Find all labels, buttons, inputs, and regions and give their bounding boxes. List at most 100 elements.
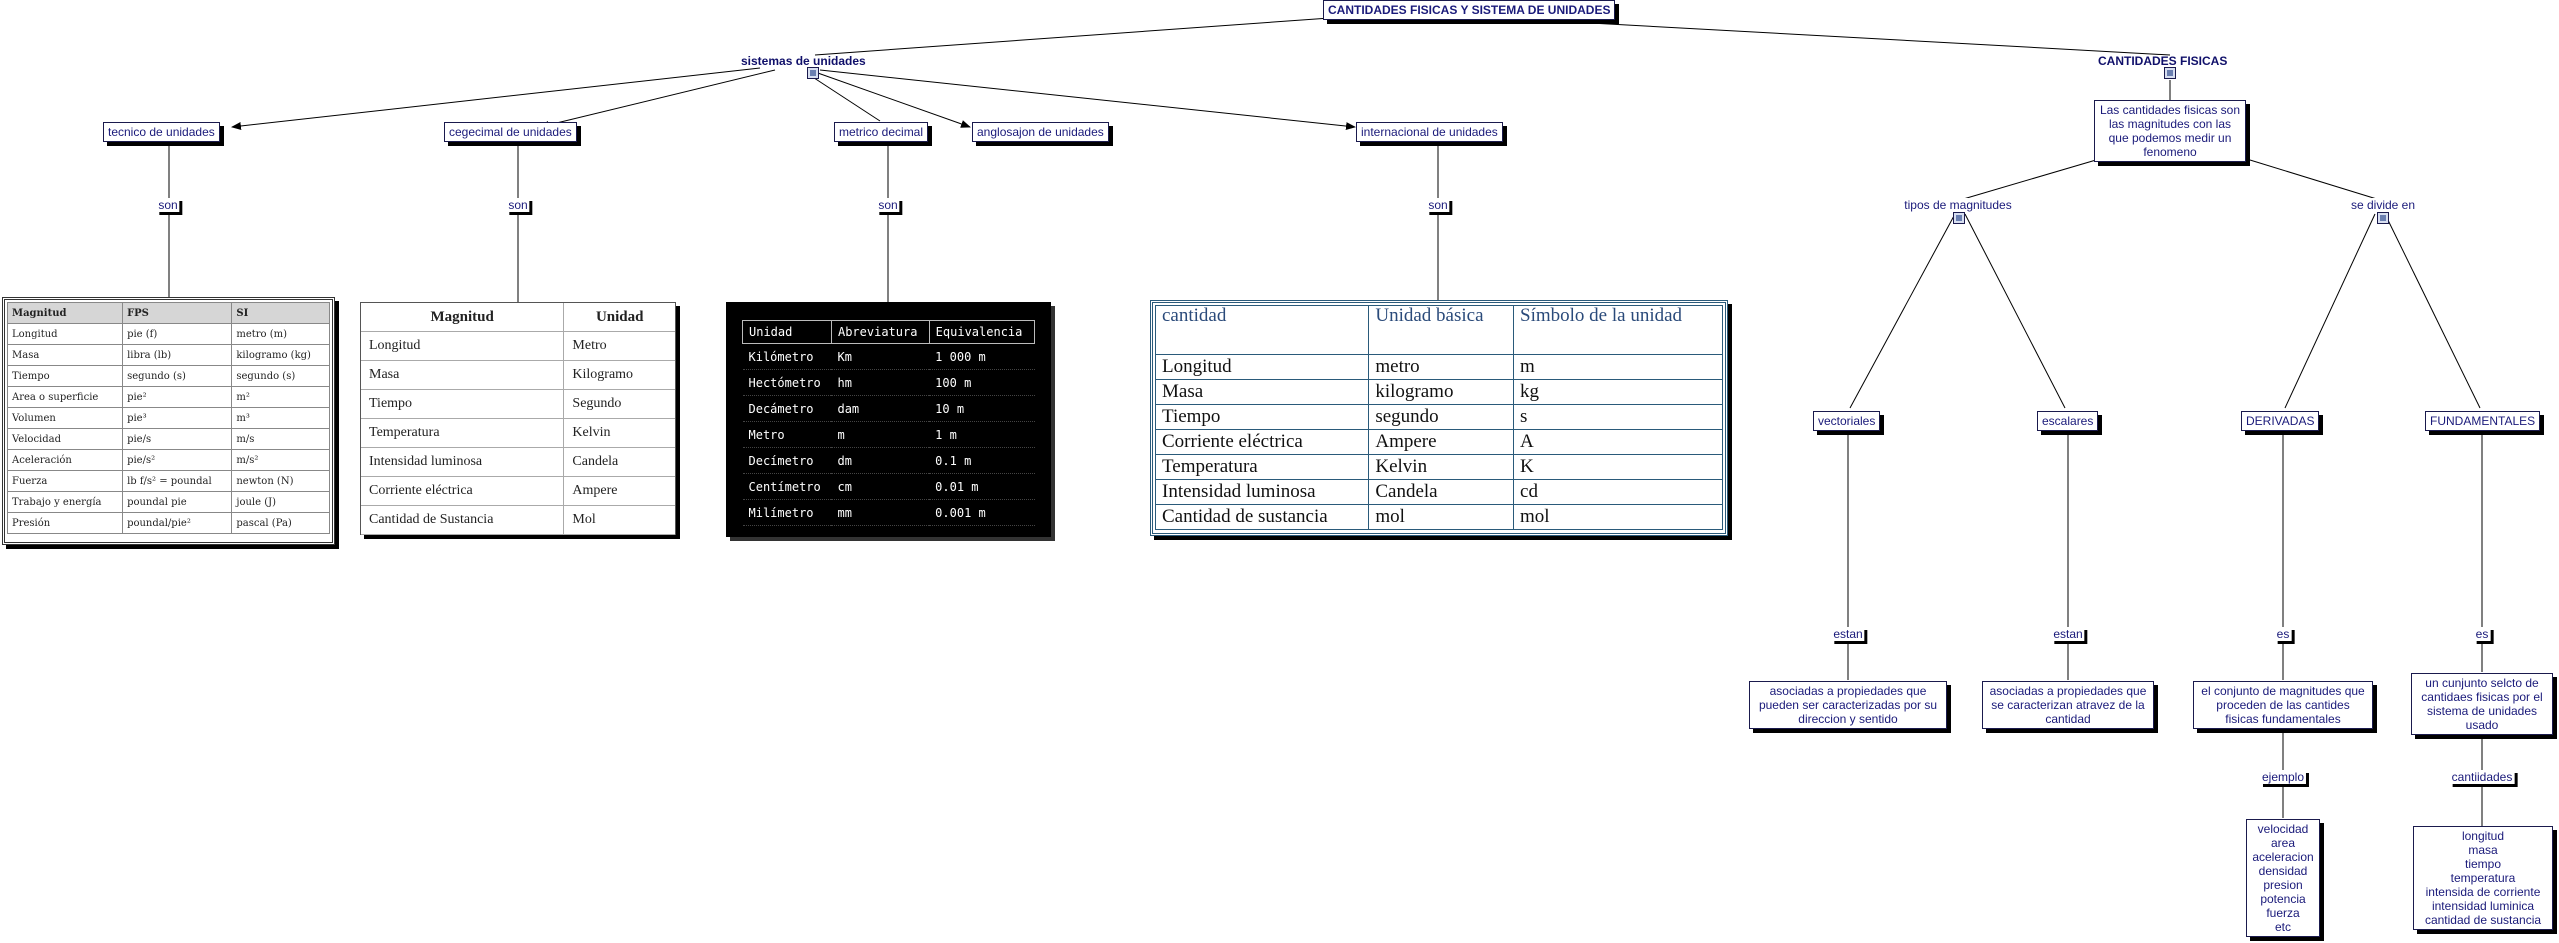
table-cell: hm bbox=[831, 369, 930, 396]
table-cell: Ampere bbox=[1368, 429, 1515, 455]
table-cell: m² bbox=[231, 386, 330, 408]
table-cell: pie (f) bbox=[122, 323, 233, 345]
table-cell: joule (J) bbox=[231, 491, 330, 513]
list-item: presion bbox=[2263, 878, 2303, 892]
vectoriales-node[interactable]: vectoriales bbox=[1813, 411, 1881, 431]
table-cell: Kilómetro bbox=[742, 343, 832, 370]
table-cell: mol bbox=[1368, 504, 1515, 530]
link-label-cantiidades: cantiidades bbox=[2449, 770, 2515, 784]
list-item: intensidad luminica bbox=[2431, 899, 2535, 913]
table-cell: Tiempo bbox=[1154, 404, 1370, 430]
line-divide-der bbox=[2284, 213, 2376, 409]
table-header-cell: Unidad bbox=[563, 303, 675, 332]
cegecimal-node[interactable]: cegecimal de unidades bbox=[444, 122, 577, 142]
link-label-estan: estan bbox=[1831, 627, 1865, 641]
list-item: etc bbox=[2274, 920, 2291, 934]
table-cell: Cantidad de sustancia bbox=[1154, 504, 1370, 530]
table-cell: Candela bbox=[563, 447, 675, 477]
table-cell: Corriente eléctrica bbox=[361, 476, 565, 506]
list-item: longitud bbox=[2461, 829, 2505, 843]
escalares-node[interactable]: escalares bbox=[2037, 411, 2099, 431]
table-cell: Intensidad luminosa bbox=[1154, 479, 1370, 505]
resource-icon[interactable] bbox=[807, 67, 819, 79]
table-cell: Volumen bbox=[6, 407, 124, 429]
table-cell: Longitud bbox=[6, 323, 124, 345]
line-divide-fund bbox=[2384, 213, 2481, 409]
list-item: velocidad bbox=[2257, 822, 2309, 836]
line-sistemas-internacional bbox=[819, 69, 1356, 131]
table-cell: m³ bbox=[231, 407, 330, 429]
vectoriales-desc-node[interactable]: asociadas a propiedades que pueden ser c… bbox=[1749, 681, 1947, 729]
table-header-cell: Magnitud bbox=[361, 303, 565, 332]
table-cell: Corriente eléctrica bbox=[1154, 429, 1370, 455]
table-cell: Decámetro bbox=[742, 395, 832, 422]
table-header-cell: Unidad bbox=[742, 320, 832, 344]
tecnico-node[interactable]: tecnico de unidades bbox=[103, 122, 220, 142]
root-title-node[interactable]: CANTIDADES FISICAS Y SISTEMA DE UNIDADES bbox=[1323, 0, 1616, 20]
list-item: area bbox=[2270, 836, 2296, 850]
table-cell: 0.001 m bbox=[929, 499, 1035, 526]
derivadas-desc-node[interactable]: el conjunto de magnitudes que proceden d… bbox=[2193, 681, 2373, 729]
table-cell: Area o superficie bbox=[6, 386, 124, 408]
resource-icon[interactable] bbox=[1953, 212, 1965, 224]
internacional-node[interactable]: internacional de unidades bbox=[1356, 122, 1503, 142]
list-item: densidad bbox=[2258, 864, 2308, 878]
table-cell: pie/s bbox=[122, 428, 233, 450]
table-cell: Fuerza bbox=[6, 470, 124, 492]
line-sistemas-tecnico bbox=[231, 67, 761, 130]
table-cell: 0.01 m bbox=[929, 473, 1035, 500]
table-cell: Mol bbox=[563, 505, 675, 535]
resource-icon[interactable] bbox=[2377, 212, 2389, 224]
anglosajon-node[interactable]: anglosajon de unidades bbox=[972, 122, 1109, 142]
metrico-node[interactable]: metrico decimal bbox=[834, 122, 929, 142]
table-cell: 100 m bbox=[929, 369, 1035, 396]
table-cell: 1 m bbox=[929, 421, 1035, 448]
table-cell: Intensidad luminosa bbox=[361, 447, 565, 477]
derivadas-node[interactable]: DERIVADAS bbox=[2241, 411, 2320, 431]
fundamentales-node[interactable]: FUNDAMENTALES bbox=[2425, 411, 2541, 431]
table-cell: Tiempo bbox=[361, 389, 565, 419]
table-cell: 1 000 m bbox=[929, 343, 1035, 370]
table-cell: pie³ bbox=[122, 407, 233, 429]
table-cell: poundal/pie² bbox=[122, 512, 233, 534]
link-label-es: es bbox=[2473, 627, 2491, 641]
table-cell: Presión bbox=[6, 512, 124, 534]
line-def-tipos bbox=[1959, 159, 2097, 201]
table-cell: newton (N) bbox=[231, 470, 330, 492]
escalares-desc-node[interactable]: asociadas a propiedades que se caracteri… bbox=[1982, 681, 2154, 729]
fundamentales-desc-node[interactable]: un cunjunto selcto de cantidaes fisicas … bbox=[2411, 673, 2553, 735]
list-item: tiempo bbox=[2464, 857, 2502, 871]
table-cell: Decímetro bbox=[742, 447, 832, 474]
resource-icon[interactable] bbox=[2164, 67, 2176, 79]
list-item: potencia bbox=[2260, 892, 2306, 906]
divide-label[interactable]: se divide en bbox=[2348, 198, 2418, 212]
definition-node[interactable]: Las cantidades fisicas son las magnitude… bbox=[2094, 100, 2246, 162]
sistemas-node[interactable]: sistemas de unidades bbox=[741, 54, 866, 68]
link-label-es: es bbox=[2274, 627, 2292, 641]
line-root-sistemas bbox=[814, 17, 1331, 56]
table-cell: Metro bbox=[563, 331, 675, 361]
table-cell: 10 m bbox=[929, 395, 1035, 422]
table-cell: poundal pie bbox=[122, 491, 233, 513]
table-cell: Kelvin bbox=[563, 418, 675, 448]
table-cell: metro (m) bbox=[231, 323, 330, 345]
tipos-label[interactable]: tipos de magnitudes bbox=[1902, 198, 2014, 212]
cantidades-node[interactable]: CANTIDADES FISICAS bbox=[2098, 54, 2228, 68]
